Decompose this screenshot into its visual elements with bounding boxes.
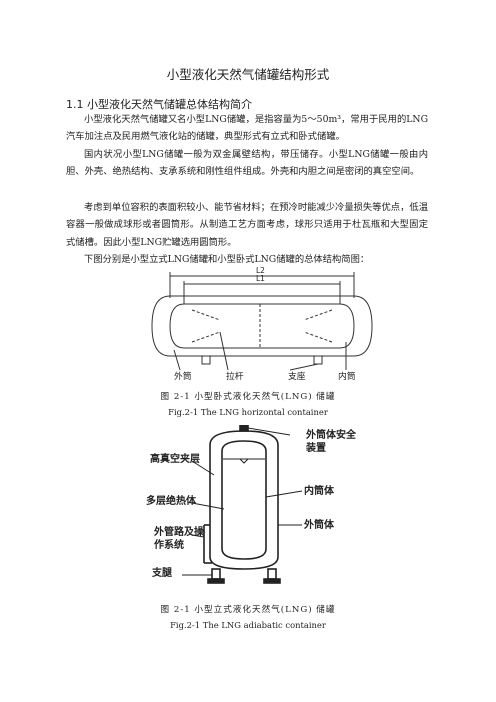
- label-tie-rod: 拉杆: [226, 372, 244, 382]
- section-heading: 1.1 小型液化天然气储罐总体结构简介: [66, 98, 252, 111]
- paragraph-1: 小型液化天然气储罐又名小型LNG储罐，是指容量为5～50m³，常用于民用的LNG…: [66, 114, 428, 143]
- label-support-legs: 支腿: [152, 568, 172, 579]
- horizontal-tank-drawing: [151, 272, 373, 371]
- label-inner-shell: 内筒: [338, 372, 356, 382]
- dim-label-l1: L1: [256, 274, 265, 283]
- figure-vertical-tank: 高真空夹层 多层绝热体 外管路及操作系统 支腿 外筒体安全装置 内筒体 外筒体: [142, 424, 372, 585]
- figure1-caption-en: Fig.2-1 The LNG horizontal container: [168, 407, 328, 417]
- page-title: 小型液化天然气储罐结构形式: [166, 67, 330, 82]
- label-outer-vessel: 外筒体: [304, 520, 334, 531]
- paragraph-3: 考虑到单位容积的表面积较小、能节省材料；在预冷时能减少冷量损失等优点，低温容器一…: [66, 202, 428, 248]
- paragraph-4: 下图分别是小型立式LNG储罐和小型卧式LNG储罐的总体结构简图：: [84, 254, 370, 265]
- label-outer-shell: 外筒: [174, 372, 192, 382]
- label-safety-device: 外筒体安全装置: [306, 430, 356, 454]
- vertical-tank-drawing: [182, 424, 303, 584]
- label-insulation: 多层绝热体: [146, 496, 196, 507]
- paragraph-2: 国内状况小型LNG储罐一般为双金属壁结构，带压储存。小型LNG储罐一般由内胆、外…: [66, 149, 428, 178]
- figure-horizontal-tank: L2 L1 外筒 拉杆 支座 内筒: [150, 266, 374, 382]
- label-support: 支座: [288, 372, 306, 382]
- label-vacuum-jacket: 高真空夹层: [150, 454, 200, 465]
- dim-label-l2: L2: [256, 266, 265, 275]
- label-inner-vessel: 内筒体: [304, 486, 334, 497]
- label-piping-system: 外管路及操作系统: [154, 527, 204, 551]
- figure2-caption-cn: 图 2-1 小型立式液化天然气(LNG) 储罐: [160, 605, 336, 615]
- figure1-caption-cn: 图 2-1 小型卧式液化天然气(LNG) 储罐: [160, 392, 336, 402]
- figure2-caption-en: Fig.2-1 The LNG adiabatic container: [170, 620, 326, 630]
